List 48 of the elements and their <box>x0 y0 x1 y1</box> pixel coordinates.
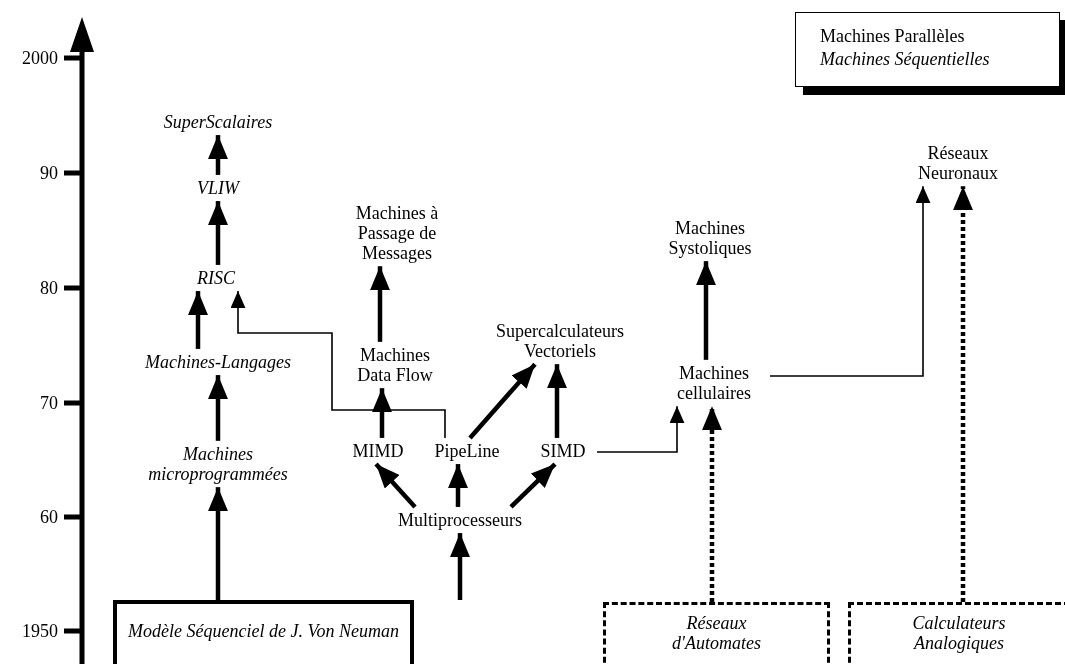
node-label: Réseaux Neuronaux <box>903 142 1013 184</box>
arrow <box>450 533 470 600</box>
node-label: RISC <box>186 267 246 289</box>
node-label: Machines cellulaires <box>664 362 764 404</box>
arrow <box>208 201 228 265</box>
arrow <box>696 261 716 360</box>
arrow <box>448 464 468 507</box>
node-label: Supercalculateurs Vectoriels <box>480 320 640 362</box>
arrow <box>702 406 722 602</box>
arrow <box>953 186 973 602</box>
axis-label: 2000 <box>22 47 58 69</box>
axis-label: 90 <box>40 162 58 184</box>
arrow <box>547 364 567 438</box>
axis-label: 70 <box>40 392 58 414</box>
box-label: Calculateurs Analogiques <box>911 612 1007 654</box>
node-label: PipeLine <box>427 440 507 462</box>
legend-text: Machines Parallèles <box>820 25 966 48</box>
process-box <box>603 602 830 664</box>
axis-label: 1950 <box>22 620 58 642</box>
arrow <box>509 462 557 509</box>
axis-label: 60 <box>40 506 58 528</box>
arrow <box>468 362 537 440</box>
axis-label: 80 <box>40 277 58 299</box>
node-label: VLIW <box>183 177 253 199</box>
box-label: Modèle Séquenciel de J. Von Neuman <box>128 620 399 642</box>
process-box <box>113 600 414 664</box>
arrow <box>372 388 392 438</box>
arrow <box>596 405 685 453</box>
node-label: Machines à Passage de Messages <box>329 202 465 264</box>
arrow <box>208 135 228 175</box>
node-label: MIMD <box>348 440 408 462</box>
box-label: Réseaux d'Automates <box>671 612 762 654</box>
arrow <box>208 487 228 600</box>
arrow <box>208 375 228 441</box>
arrow <box>370 266 390 342</box>
arrow <box>188 291 208 349</box>
arrow <box>769 185 931 377</box>
node-label: Machines Systoliques <box>655 217 765 259</box>
node-label: SIMD <box>535 440 591 462</box>
arrow <box>230 290 446 439</box>
node-label: SuperScalaires <box>143 111 293 133</box>
node-label: Machines microprogrammées <box>128 443 308 485</box>
node-label: Multiprocesseurs <box>385 509 535 531</box>
legend-text: Machines Séquentielles <box>820 48 991 72</box>
arrow <box>374 462 417 509</box>
node-label: Machines Data Flow <box>349 344 441 386</box>
process-box <box>848 602 1065 664</box>
node-label: Machines-Langages <box>128 351 308 373</box>
